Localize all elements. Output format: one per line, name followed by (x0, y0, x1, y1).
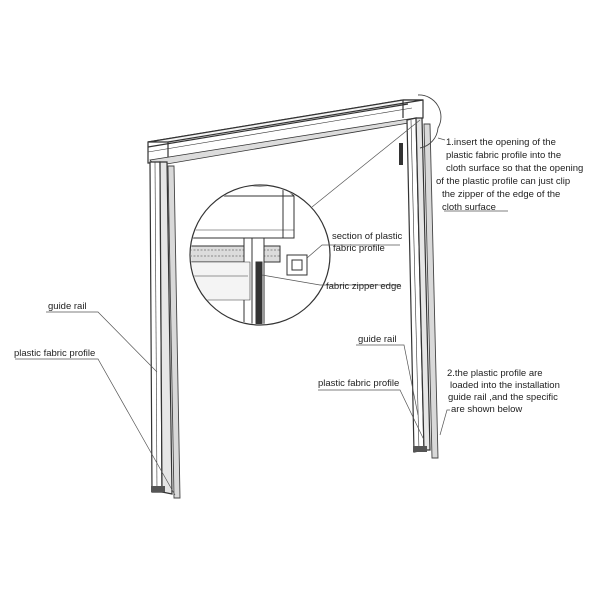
right-guide-rail (399, 117, 431, 453)
zipper-edge-label: fabric zipper edge (326, 281, 402, 292)
leader-lines (15, 119, 508, 496)
section-square (286, 254, 308, 276)
magnified-section (189, 184, 331, 326)
right-fabric-profile (423, 123, 439, 459)
step1-line-1: 1.insert the opening of the (446, 137, 556, 148)
right-guide-rail-label: guide rail (358, 334, 397, 345)
step2-line-1: 2.the plastic profile are (447, 368, 543, 379)
step2-line-4: are shown below (451, 404, 522, 415)
section-label-line-1: section of plastic (332, 231, 402, 242)
step2-line-2: loaded into the installation (450, 380, 560, 391)
step1-annotation: 1.insert the opening of the plastic fabr… (436, 137, 583, 213)
left-guide-rail (149, 161, 173, 495)
corner-callout (417, 94, 442, 149)
left-guide-rail-label: guide rail (48, 301, 87, 312)
step1-line-2: plastic fabric profile into the (446, 150, 561, 161)
step1-line-6: cloth surface (442, 202, 496, 213)
header-beam (147, 99, 424, 167)
step2-annotation: 2.the plastic profile are loaded into th… (447, 368, 560, 415)
section-label-line-2: fabric profile (333, 243, 385, 254)
section-label: section of plastic fabric profile (332, 231, 402, 254)
left-fabric-profile (167, 165, 181, 499)
step1-line-5: the zipper of the edge of the (442, 189, 560, 200)
step1-line-3: cloth surface so that the opening (446, 163, 583, 174)
step1-line-4: of the plastic profile can just clip (436, 176, 570, 187)
left-profile-label: plastic fabric profile (14, 348, 95, 359)
right-profile-label: plastic fabric profile (318, 378, 399, 389)
step2-line-3: guide rail ,and the specific (448, 392, 558, 403)
